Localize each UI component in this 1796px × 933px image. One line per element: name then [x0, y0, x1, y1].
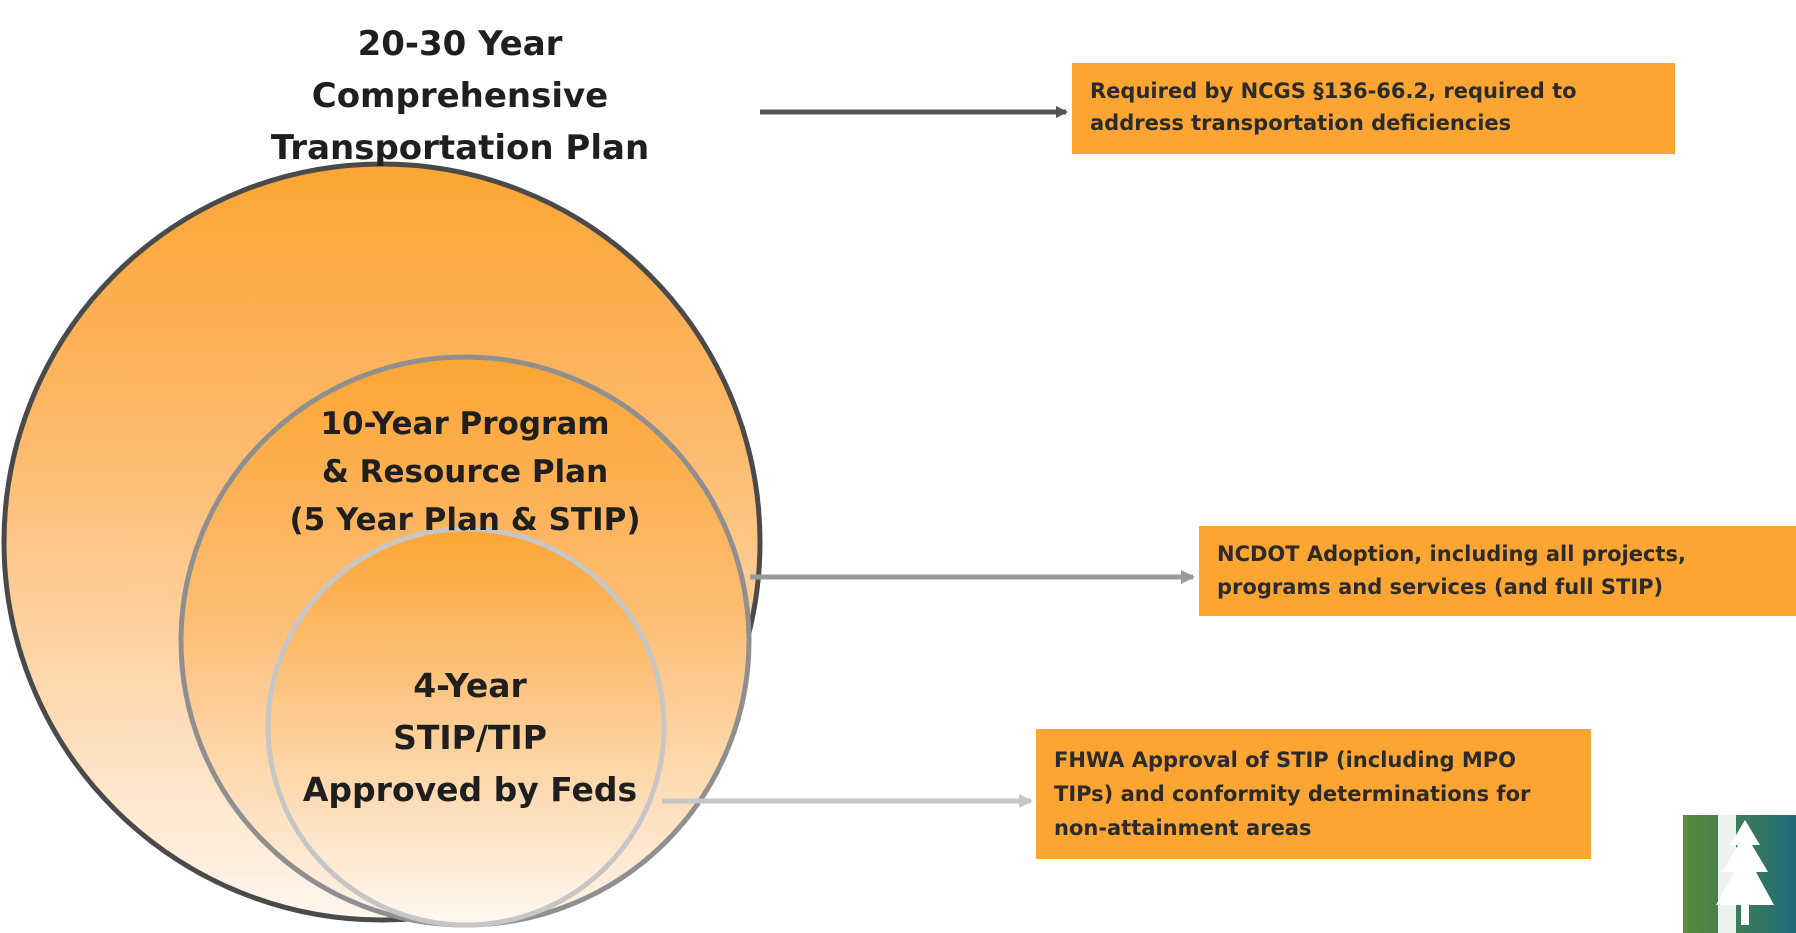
note-ncgs-requirement: Required by NCGS §136-66.2, required to …	[1072, 63, 1675, 154]
tree-logo-icon	[1683, 815, 1796, 933]
middle-circle-label: 10-Year Program & Resource Plan (5 Year …	[289, 406, 641, 538]
outer-circle-label: 20-30 Year Comprehensive Transportation …	[270, 24, 650, 168]
note-ncdot-adoption: NCDOT Adoption, including all projects, …	[1199, 526, 1796, 616]
inner-circle-label: 4-Year STIP/TIP Approved by Feds	[302, 666, 638, 809]
note-fhwa-approval: FHWA Approval of STIP (including MPO TIP…	[1036, 729, 1591, 859]
inner-circle	[265, 526, 667, 928]
